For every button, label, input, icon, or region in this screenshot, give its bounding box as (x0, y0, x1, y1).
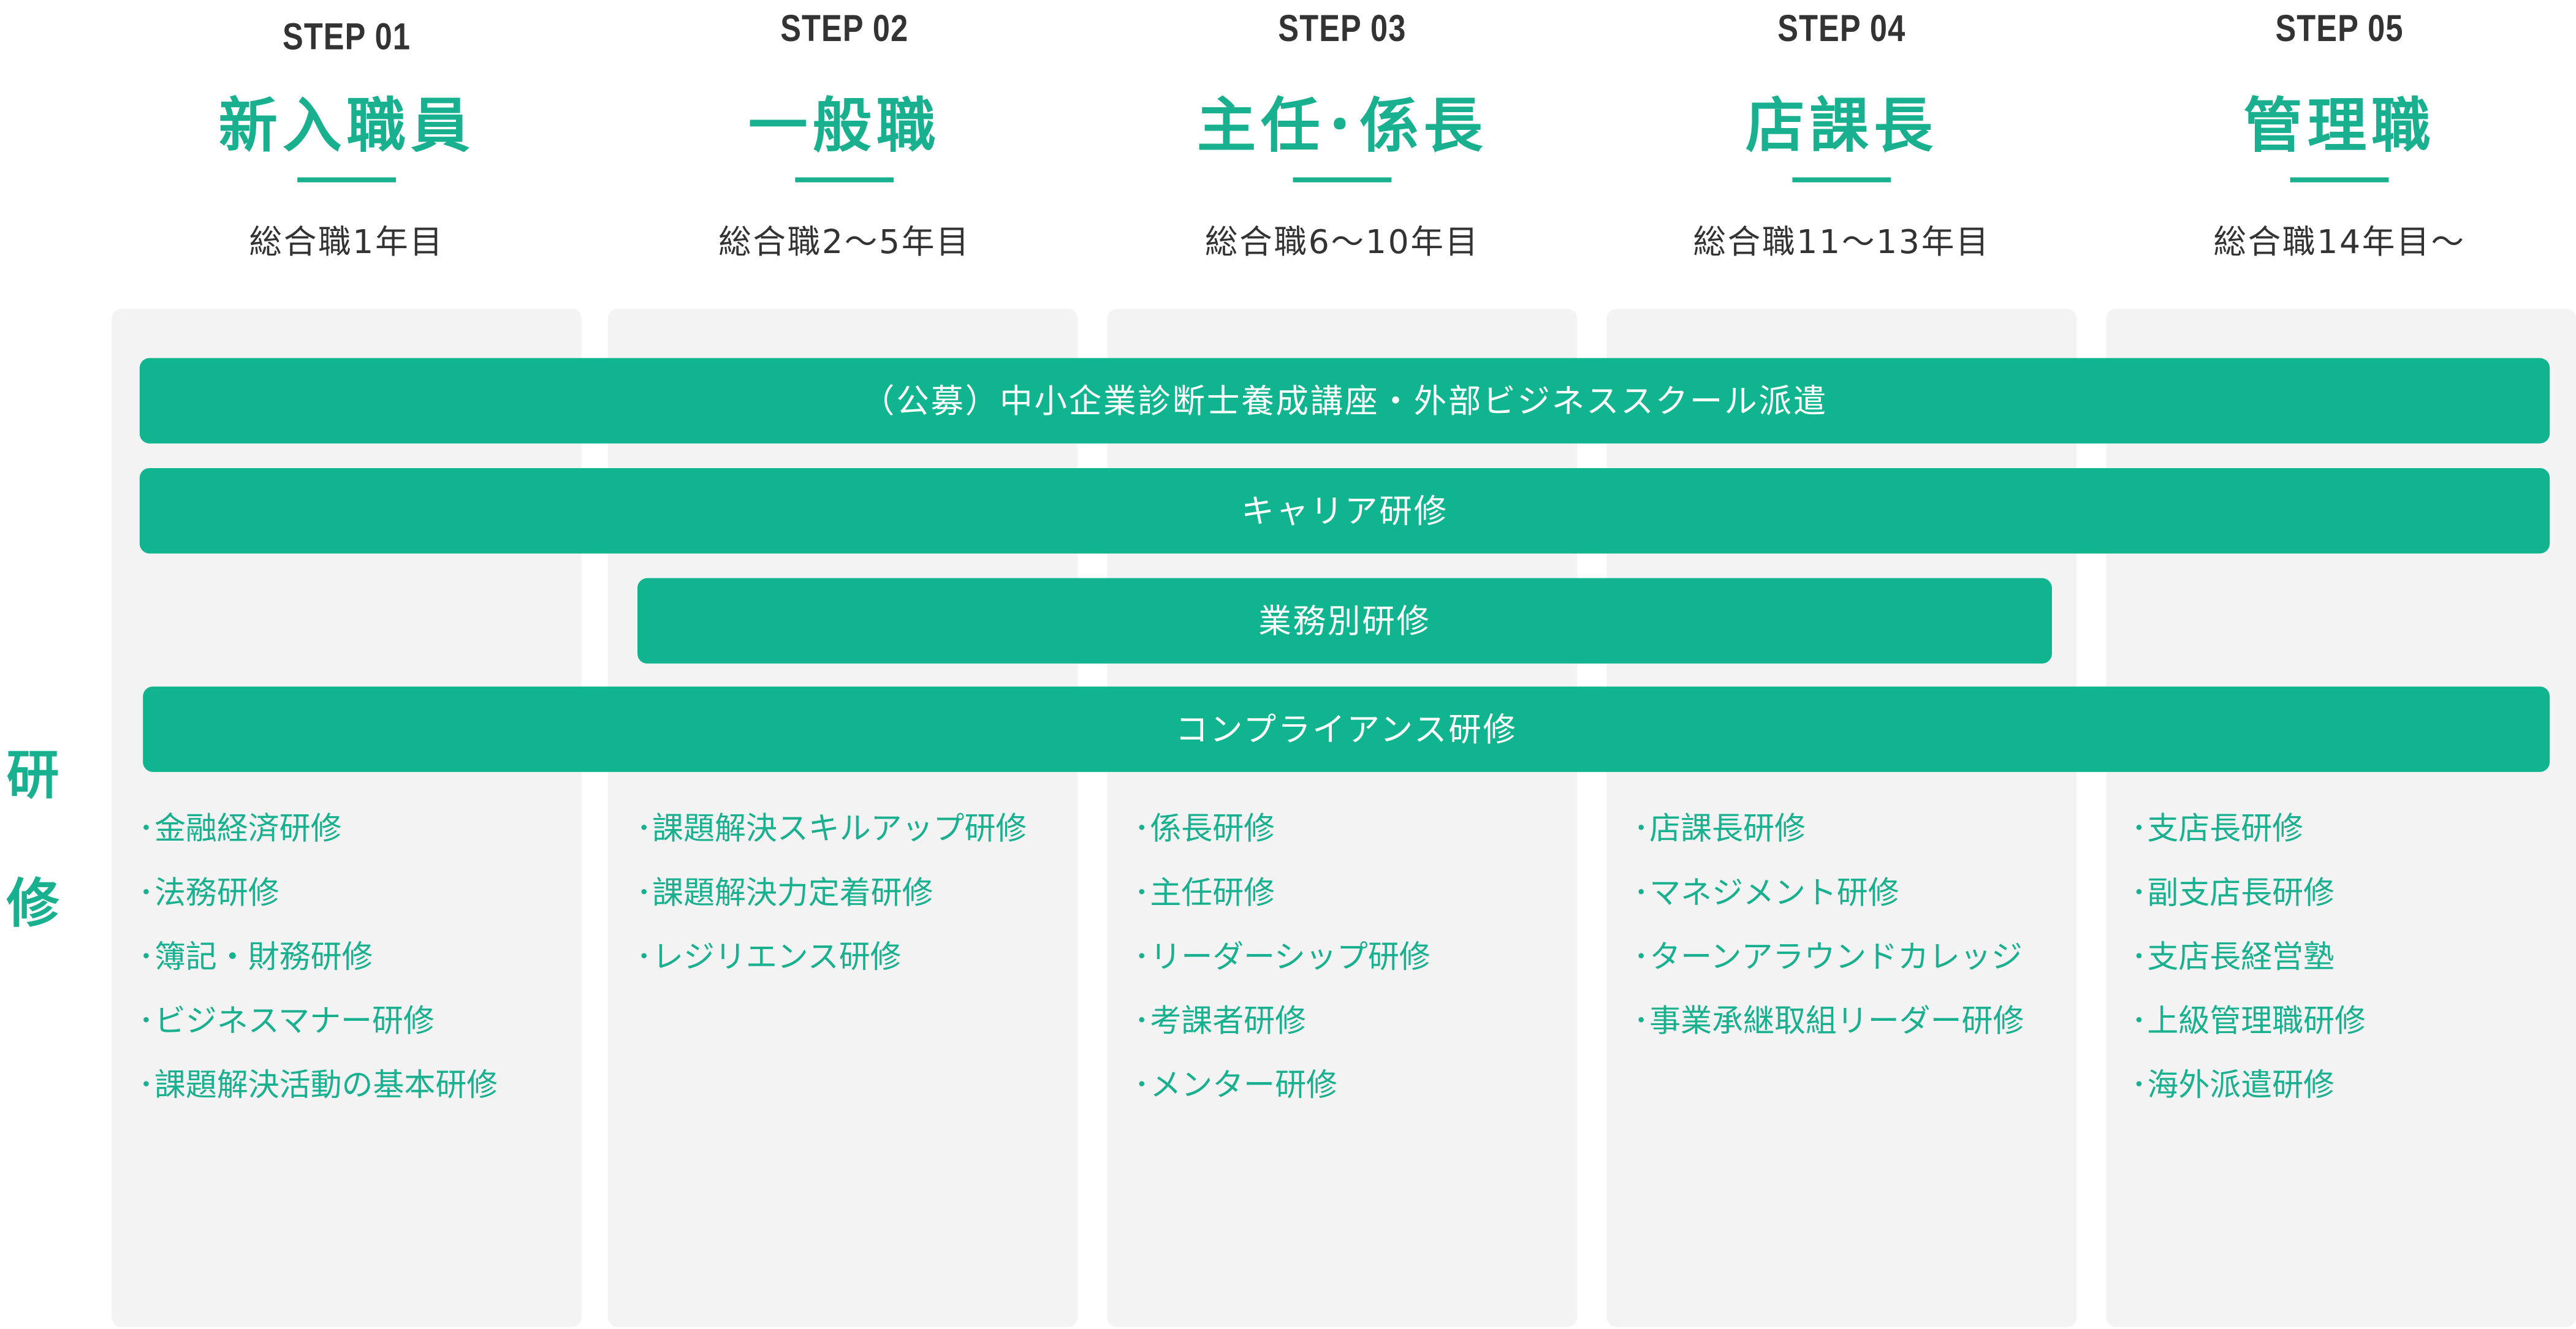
course-item: ･店課長研修 (1633, 798, 2024, 863)
course-label: 金融経済研修 (154, 811, 342, 848)
step-years: 総合職2～5年目 (718, 221, 971, 262)
side-label-char: 修 (6, 872, 59, 935)
step-divider (1293, 177, 1392, 183)
course-label: 店課長研修 (1649, 811, 1806, 848)
course-item: ･上級管理職研修 (2131, 990, 2366, 1054)
step-years: 総合職1年目 (249, 221, 444, 262)
bullet-dot-icon: ･ (2131, 1067, 2147, 1104)
course-label: 事業承継取組リーダー研修 (1649, 1003, 2024, 1040)
course-item: ･副支店長研修 (2131, 862, 2366, 926)
course-item: ･ターンアラウンドカレッジ (1633, 926, 2024, 991)
course-label: マネジメント研修 (1649, 875, 1899, 912)
step-title: 新入職員 (218, 93, 475, 161)
bullet-dot-icon: ･ (1633, 1003, 1649, 1040)
program-bar-job-specific: 業務別研修 (637, 578, 2052, 664)
course-item: ･係長研修 (1134, 798, 1430, 863)
course-list-step-04: ･店課長研修 ･マネジメント研修 ･ターンアラウンドカレッジ ･事業承継取組リー… (1633, 798, 2024, 1054)
course-list-step-02: ･課題解決スキルアップ研修 ･課題解決力定着研修 ･レジリエンス研修 (636, 798, 1027, 991)
course-label: 係長研修 (1150, 811, 1275, 848)
step-label: STEP 05 (2275, 6, 2404, 50)
course-item: ･主任研修 (1134, 862, 1430, 926)
step-label: STEP 04 (1777, 6, 1906, 50)
step-divider (2290, 177, 2389, 183)
course-label: 法務研修 (154, 875, 279, 912)
course-label: メンター研修 (1150, 1067, 1337, 1104)
side-label-char: 研 (6, 744, 59, 807)
course-label: 簿記・財務研修 (154, 939, 373, 976)
course-item: ･ビジネスマナー研修 (138, 990, 498, 1054)
course-list-step-01: ･金融経済研修 ･法務研修 ･簿記・財務研修 ･ビジネスマナー研修 ･課題解決活… (138, 798, 498, 1119)
course-label: 課題解決スキルアップ研修 (652, 811, 1027, 848)
course-label: 考課者研修 (1150, 1003, 1307, 1040)
course-item: ･課題解決スキルアップ研修 (636, 798, 1027, 863)
course-item: ･金融経済研修 (138, 798, 498, 863)
bullet-dot-icon: ･ (2131, 875, 2147, 912)
course-label: 主任研修 (1150, 875, 1275, 912)
course-item: ･法務研修 (138, 862, 498, 926)
training-side-label: 研 修 (0, 711, 66, 967)
step-divider (795, 177, 894, 183)
step-label: STEP 01 (283, 15, 411, 58)
bullet-dot-icon: ･ (138, 1067, 154, 1104)
course-item: ･支店長研修 (2131, 798, 2366, 863)
bullet-dot-icon: ･ (1633, 811, 1649, 848)
program-bar-compliance: コンプライアンス研修 (143, 686, 2550, 772)
course-item: ･課題解決活動の基本研修 (138, 1054, 498, 1119)
bullet-dot-icon: ･ (2131, 1003, 2147, 1040)
step-label: STEP 02 (780, 6, 909, 50)
course-item: ･メンター研修 (1134, 1054, 1430, 1119)
step-title: 一般職 (748, 93, 941, 161)
bullet-dot-icon: ･ (2131, 939, 2147, 976)
step-label: STEP 03 (1278, 6, 1407, 50)
bullet-dot-icon: ･ (1134, 875, 1150, 912)
bullet-dot-icon: ･ (1134, 1003, 1150, 1040)
course-label: 海外派遣研修 (2147, 1067, 2335, 1104)
bullet-dot-icon: ･ (138, 1003, 154, 1040)
step-years: 総合職6～10年目 (1204, 221, 1480, 262)
bullet-dot-icon: ･ (138, 875, 154, 912)
course-list-step-05: ･支店長研修 ･副支店長研修 ･支店長経営塾 ･上級管理職研修 ･海外派遣研修 (2131, 798, 2366, 1119)
bullet-dot-icon: ･ (1633, 939, 1649, 976)
bullet-dot-icon: ･ (1134, 939, 1150, 976)
step-divider (297, 177, 397, 183)
course-label: ビジネスマナー研修 (154, 1003, 435, 1040)
course-item: ･事業承継取組リーダー研修 (1633, 990, 2024, 1054)
course-label: レジリエンス研修 (652, 939, 902, 976)
bullet-dot-icon: ･ (1633, 875, 1649, 912)
bullet-dot-icon: ･ (636, 875, 652, 912)
bullet-dot-icon: ･ (2131, 811, 2147, 848)
bullet-dot-icon: ･ (138, 811, 154, 848)
bullet-dot-icon: ･ (636, 939, 652, 976)
course-label: リーダーシップ研修 (1150, 939, 1430, 976)
course-label: 課題解決力定着研修 (652, 875, 933, 912)
course-item: ･海外派遣研修 (2131, 1054, 2366, 1119)
course-item: ･リーダーシップ研修 (1134, 926, 1430, 991)
course-label: 課題解決活動の基本研修 (154, 1067, 498, 1104)
course-label: 支店長研修 (2147, 811, 2304, 848)
course-label: 支店長経営塾 (2147, 939, 2335, 976)
program-bar-external-school: （公募）中小企業診断士養成講座・外部ビジネススクール派遣 (139, 358, 2550, 444)
bullet-dot-icon: ･ (138, 939, 154, 976)
course-item: ･考課者研修 (1134, 990, 1430, 1054)
step-years: 総合職11～13年目 (1693, 221, 1991, 262)
program-bar-career: キャリア研修 (139, 468, 2550, 554)
course-item: ･課題解決力定着研修 (636, 862, 1027, 926)
course-item: ･簿記・財務研修 (138, 926, 498, 991)
bullet-dot-icon: ･ (1134, 811, 1150, 848)
step-title: 主任･係長 (1196, 93, 1488, 161)
course-label: 副支店長研修 (2147, 875, 2335, 912)
step-years: 総合職14年目～ (2213, 221, 2466, 262)
course-list-step-03: ･係長研修 ･主任研修 ･リーダーシップ研修 ･考課者研修 ･メンター研修 (1134, 798, 1430, 1119)
course-item: ･支店長経営塾 (2131, 926, 2366, 991)
bullet-dot-icon: ･ (636, 811, 652, 848)
step-divider (1792, 177, 1891, 183)
course-item: ･レジリエンス研修 (636, 926, 1027, 991)
course-item: ･マネジメント研修 (1633, 862, 2024, 926)
step-title: 管理職 (2243, 93, 2436, 161)
step-title: 店課長 (1745, 93, 1938, 161)
bullet-dot-icon: ･ (1134, 1067, 1150, 1104)
course-label: ターンアラウンドカレッジ (1649, 939, 2023, 976)
course-label: 上級管理職研修 (2147, 1003, 2366, 1040)
